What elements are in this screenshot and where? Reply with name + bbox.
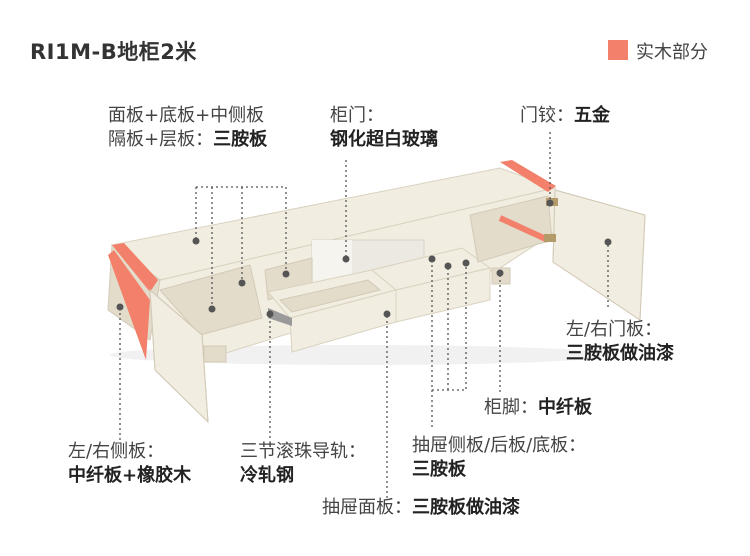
annotation-glass-line2: 钢化超白玻璃 [330, 129, 438, 150]
legend-label: 实木部分 [636, 42, 708, 63]
dot-drawer-side-3 [462, 259, 470, 267]
left-door-outline [149, 288, 209, 424]
dot-hinge [546, 199, 554, 207]
leg-left [203, 345, 227, 363]
annotation-panel-line2: 隔板+层板：三胺板 [108, 128, 267, 152]
annotation-rail: 三节滚珠导轨： 冷轧钢 [240, 440, 366, 488]
page-title: RI1M-B地柜2米 [30, 40, 197, 64]
dot-panel-1 [192, 237, 200, 245]
leader-dots [116, 199, 612, 318]
annotation-leg-prefix: 柜脚： [484, 397, 538, 418]
ball-bearing-rail [268, 308, 292, 326]
dot-rail [266, 310, 274, 318]
annotation-glass-line1: 柜门： [330, 105, 384, 126]
dot-panel-3 [238, 279, 246, 287]
dot-drawer-side-1 [428, 255, 436, 263]
left-wood-strip [112, 243, 158, 292]
annotation-panel-value: 三胺板 [213, 129, 268, 150]
annotation-drawer-front-prefix: 抽屉面板： [322, 497, 412, 518]
annotation-drawer-side-line2: 三胺板 [412, 459, 466, 480]
annotation-side-door-line1: 左/右门板： [566, 319, 663, 340]
annotation-panel: 面板+底板+中侧板 隔板+层板：三胺板 [108, 104, 267, 152]
annotation-hinge: 门铰：五金 [520, 104, 610, 128]
dot-drawer-side-2 [444, 262, 452, 270]
annotation-panel-line1: 面板+底板+中侧板 [108, 105, 265, 126]
leader-panel-bracket [196, 186, 287, 270]
dot-leg [496, 269, 504, 277]
dot-drawer-front [383, 310, 391, 318]
annotation-drawer-side-line1: 抽屉侧板/后板/底板： [412, 435, 587, 456]
annotation-rail-line1: 三节滚珠导轨： [240, 441, 366, 462]
annotation-drawer-side: 抽屉侧板/后板/底板： 三胺板 [412, 434, 586, 482]
hinge-bottom [544, 234, 556, 242]
leader-drawer-side-bracket [431, 260, 467, 391]
annotation-side-panel: 左/右侧板： 中纤板+橡胶木 [68, 440, 191, 488]
annotation-hinge-prefix: 门铰： [520, 105, 574, 126]
annotation-hinge-value: 五金 [574, 105, 610, 126]
drawer1-inside [279, 279, 382, 313]
dot-panel-4 [282, 270, 290, 278]
annotation-glass: 柜门： 钢化超白玻璃 [330, 104, 438, 152]
legend-swatch [608, 40, 628, 60]
left-wood-edge [108, 250, 150, 360]
annotation-side-panel-line2: 中纤板+橡胶木 [68, 465, 192, 486]
leader-lines [119, 132, 609, 500]
left-compartment [159, 264, 263, 336]
dot-right-door [604, 238, 612, 246]
annotation-drawer-front: 抽屉面板：三胺板做油漆 [322, 496, 520, 520]
dot-side-panel [116, 303, 124, 311]
annotation-side-door-line2: 三胺板做油漆 [566, 343, 674, 364]
annotation-leg-value: 中纤板 [538, 397, 592, 418]
right-wood-strip [500, 160, 556, 192]
annotation-rail-line2: 冷轧钢 [240, 465, 294, 486]
annotation-panel-prefix: 隔板+层板： [108, 129, 214, 150]
annotation-side-panel-line1: 左/右侧板： [68, 441, 165, 462]
annotation-side-door: 左/右门板： 三胺板做油漆 [566, 318, 674, 366]
drawer2-front [395, 267, 491, 323]
dot-glass [342, 255, 350, 263]
annotation-drawer-front-value: 三胺板做油漆 [412, 497, 520, 518]
right-door [552, 189, 646, 321]
annotation-leg: 柜脚：中纤板 [484, 396, 592, 420]
dot-panel-2 [208, 305, 216, 313]
